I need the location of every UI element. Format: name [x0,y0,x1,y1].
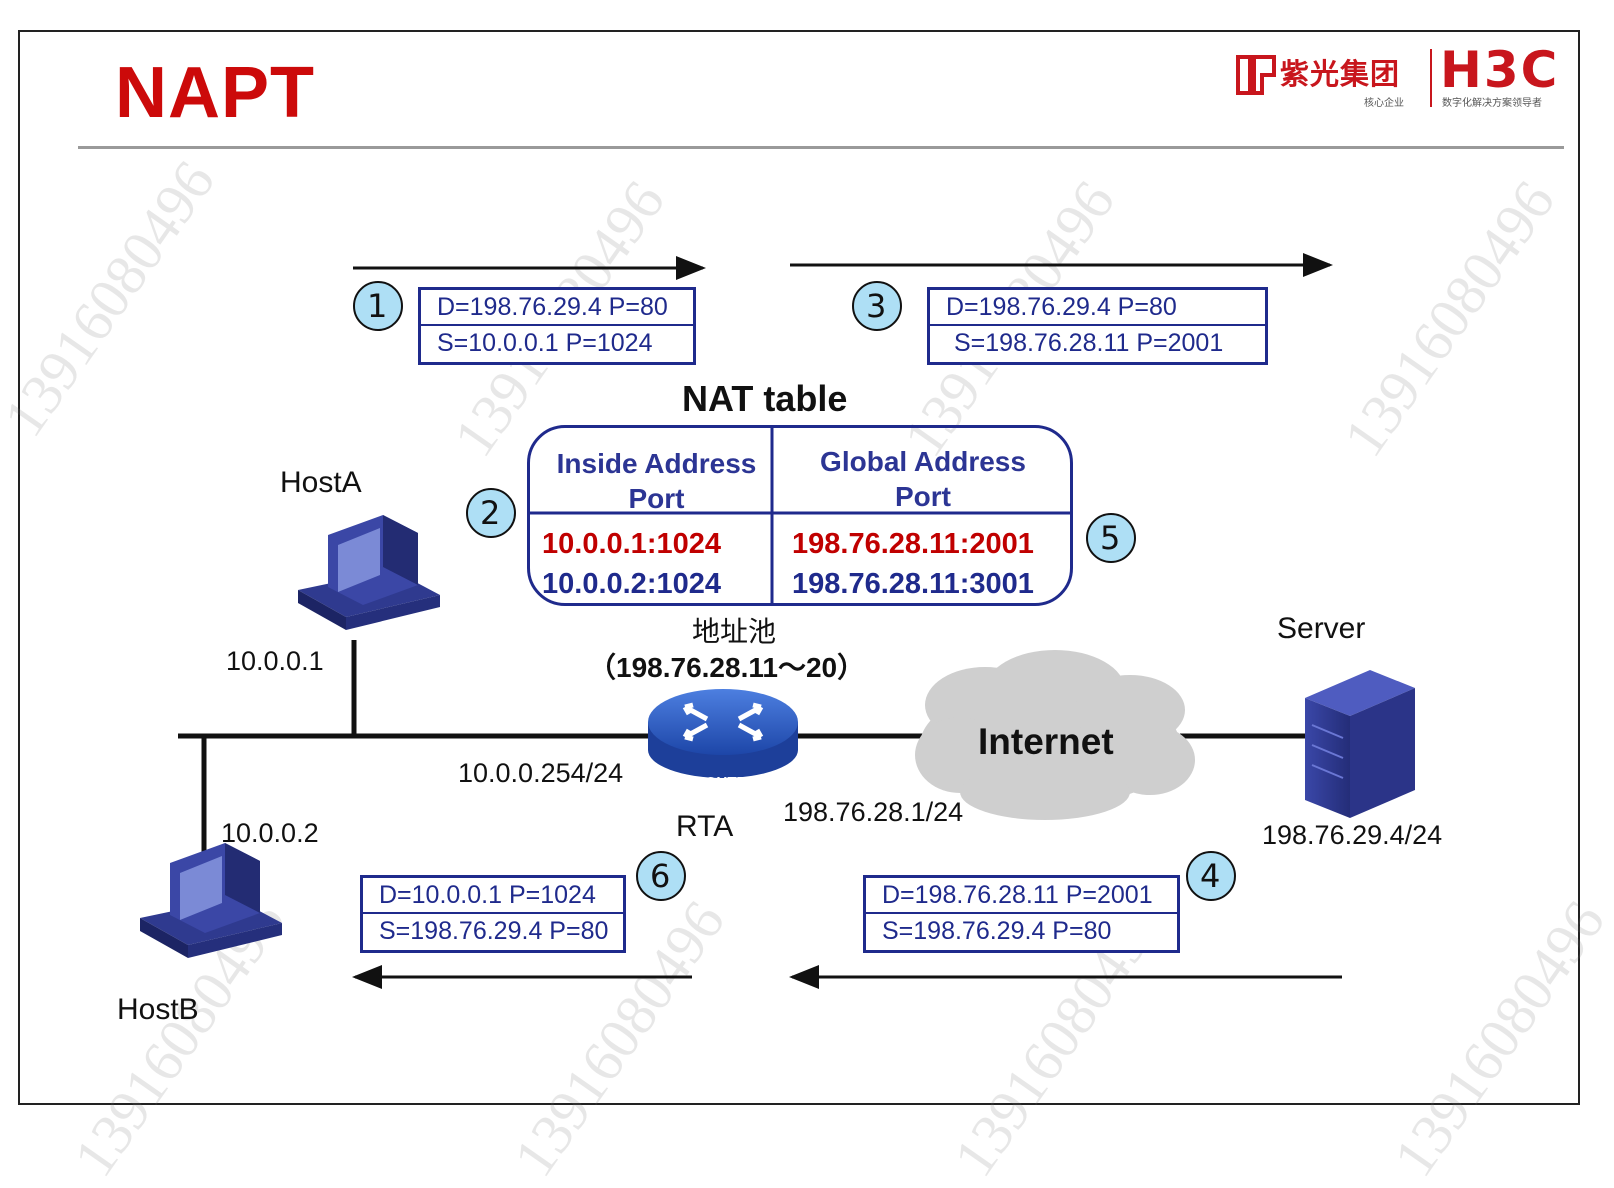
hostA-ip-label: 10.0.0.1 [226,646,324,676]
router-badge: ROUTER [694,774,758,791]
address-pool-range: （198.76.28.11～20） [588,652,866,683]
router-outside-ip: 198.76.28.1/24 [783,797,964,827]
packet-step-1: D=198.76.29.4 P=80 S=10.0.0.1 P=1024 [418,287,696,365]
hostB-label: HostB [117,993,199,1026]
step-circle-5 [1086,513,1136,563]
step-number-1: 1 [367,287,388,325]
nat-table-cell-inside: 10.0.0.2:1024 [542,568,721,600]
internet-cloud-icon [915,650,1195,820]
step-number-4: 4 [1200,857,1221,895]
logo-separator [1430,49,1432,107]
step-circle-4 [1186,851,1236,901]
logo-cn-subtext: 核心企业 [1364,98,1404,109]
logo-cn-text: 紫光集团 [1280,57,1401,91]
company-logo: 紫光集团 核心企业 H3C 数字化解决方案领导者 [1232,41,1577,113]
packet-step-4: D=198.76.28.11 P=2001 S=198.76.29.4 P=80 [863,875,1180,953]
hostA-computer-icon [298,515,440,630]
packet-destination: D=198.76.29.4 P=80 [437,293,668,321]
address-pool-label: 地址池 [692,615,777,648]
internet-label: Internet [978,721,1114,762]
packet-step-6: D=10.0.0.1 P=1024 S=198.76.29.4 P=80 [360,875,626,953]
packet-destination: D=10.0.0.1 P=1024 [379,881,596,909]
step-number-5: 5 [1100,519,1121,557]
packet-step-3: D=198.76.29.4 P=80 S=198.76.28.11 P=2001 [927,287,1268,365]
step-number-2: 2 [480,494,501,532]
nat-table-cell-global: 198.76.28.11:3001 [792,568,1034,600]
packet-destination: D=198.76.28.11 P=2001 [882,881,1153,909]
logo-brand-subtext: 数字化解决方案领导者 [1442,98,1542,109]
slide-title: NAPT [115,53,315,133]
server-icon [1305,670,1415,818]
nat-table-header-inside: Inside Address Port [556,448,757,514]
router-icon [648,689,798,778]
nat-table-header-global: Global Address Port [820,446,1026,512]
server-ip-label: 198.76.29.4/24 [1262,820,1443,850]
step-number-3: 3 [866,287,887,325]
packet-source: S=10.0.0.1 P=1024 [421,324,693,360]
hostB-computer-icon [140,843,282,958]
network-diagram [140,253,1415,989]
packet-source: S=198.76.28.11 P=2001 [930,324,1265,360]
router-label: RTA [676,810,734,843]
router-inside-ip: 10.0.0.254/24 [458,758,624,788]
nat-table-title: NAT table [682,378,848,419]
logo-mark-icon [1236,55,1276,95]
title-divider [78,146,1564,149]
nat-table-cell-global: 198.76.28.11:2001 [792,528,1034,560]
packet-source: S=198.76.29.4 P=80 [866,912,1177,948]
step-circle-6 [636,851,686,901]
step-circle-3 [852,281,902,331]
nat-table: Inside Address Port Global Address Port … [527,425,1073,606]
packet-source: S=198.76.29.4 P=80 [363,912,623,948]
hostA-label: HostA [280,466,362,499]
nat-table-cell-inside: 10.0.0.1:1024 [542,528,721,560]
logo-brand: H3C [1440,41,1560,99]
step-number-6: 6 [650,857,671,895]
step-circle-2 [466,488,516,538]
server-label: Server [1277,612,1366,645]
step-circle-1 [353,281,403,331]
hostB-ip-label: 10.0.0.2 [221,818,319,848]
packet-destination: D=198.76.29.4 P=80 [946,293,1177,321]
